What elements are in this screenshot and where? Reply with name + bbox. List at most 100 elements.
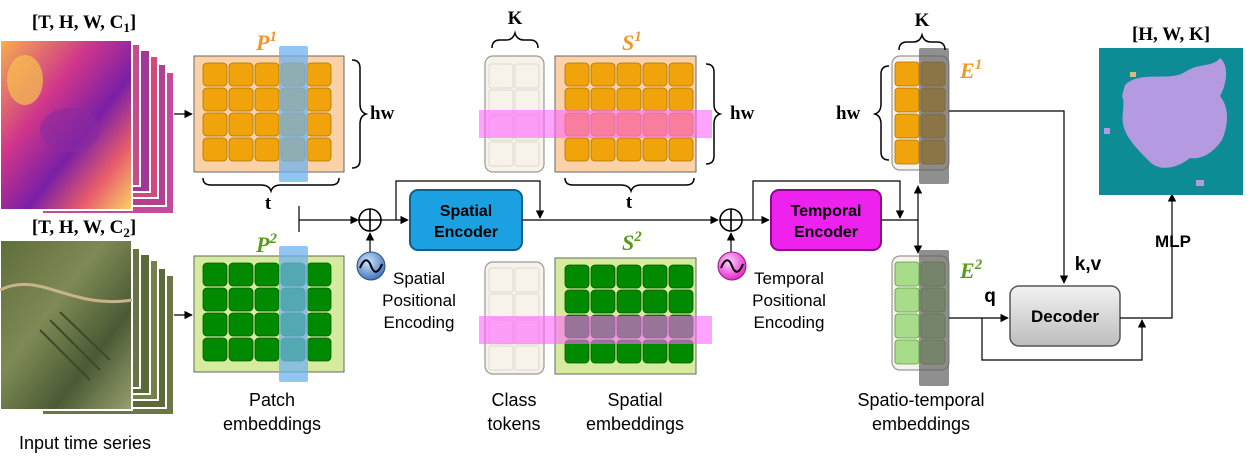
patch-cell <box>202 137 228 162</box>
patch-cell <box>254 137 280 162</box>
patch-cell <box>254 112 280 137</box>
temporal-encoder-line1: Temporal <box>791 203 862 220</box>
class-token-cell <box>514 293 540 319</box>
spatial-cell <box>616 87 642 112</box>
decoder-block: Decoder <box>1009 285 1121 347</box>
class-token-cell <box>488 267 514 293</box>
brace-st-hw <box>872 65 890 161</box>
patch-cell <box>228 62 254 87</box>
label-p1: P1 <box>255 29 277 55</box>
patch-cell <box>228 312 254 337</box>
brace-class-k <box>491 30 539 49</box>
spatial-cell <box>590 289 616 314</box>
spatial-t-label: t <box>626 192 633 213</box>
spatial-caption-2: embeddings <box>586 414 684 434</box>
spatial-cell <box>564 264 590 289</box>
patch-cell <box>306 287 332 312</box>
class-token-cell <box>514 141 540 167</box>
patch-cell <box>228 112 254 137</box>
spatial-cell <box>616 62 642 87</box>
spatial-caption-1: Spatial <box>607 390 662 410</box>
spatial-cell <box>668 87 694 112</box>
class-token-cell <box>514 63 540 89</box>
spatial-cell <box>564 289 590 314</box>
patch-cell <box>306 337 332 362</box>
input-shape-2: [T, H, W, C2] <box>32 217 136 240</box>
spatial-cell <box>564 62 590 87</box>
spatial-positional-encoding-icon <box>356 251 386 281</box>
spatial-cell <box>642 289 668 314</box>
st-cell <box>894 87 920 113</box>
patch-caption-2: embeddings <box>223 414 321 434</box>
label-e1: E1 <box>959 57 982 83</box>
label-s2: S2 <box>622 229 642 255</box>
patch-cell <box>228 262 254 287</box>
patch-cell <box>306 62 332 87</box>
output-shape: [H, W, K] <box>1132 24 1210 45</box>
input-satellite-stack <box>0 239 175 416</box>
class-token-cell <box>488 293 514 319</box>
label-e2: E2 <box>959 257 983 283</box>
patch-cell <box>254 62 280 87</box>
patch-time-band <box>279 46 308 182</box>
temporal-pe-line2: Positional <box>752 291 826 310</box>
patch-hw-label: hw <box>370 103 395 124</box>
patch-grid-p1 <box>193 55 345 173</box>
spatial-cell <box>590 62 616 87</box>
temporal-encoder-block: Temporal Encoder <box>770 189 882 251</box>
spatial-cell <box>590 87 616 112</box>
st-grey-band-bottom <box>919 250 949 386</box>
spatial-cell <box>668 289 694 314</box>
spatial-add-op <box>358 208 382 232</box>
patch-time-band-2 <box>279 246 308 382</box>
brace-st-k <box>898 32 946 51</box>
spatial-encoder-block: Spatial Encoder <box>409 189 523 251</box>
spatial-cell <box>668 62 694 87</box>
decoder-q-label: q <box>984 286 996 307</box>
spatial-hw-label: hw <box>730 103 755 124</box>
class-caption-2: tokens <box>487 414 540 434</box>
spatial-pe-line1: Spatial <box>393 269 445 288</box>
input-thermal-stack <box>0 39 175 215</box>
spatial-pink-band-bottom <box>479 316 712 344</box>
st-cell <box>894 139 920 165</box>
spatial-encoder-line1: Spatial <box>440 203 492 220</box>
st-cell <box>894 313 920 339</box>
patch-grid-p2 <box>193 255 345 373</box>
patch-caption-1: Patch <box>249 390 295 410</box>
st-cell <box>894 261 920 287</box>
patch-cell <box>306 137 332 162</box>
patch-cell <box>254 337 280 362</box>
spatial-cell <box>616 264 642 289</box>
patch-cell <box>254 312 280 337</box>
spatial-cell <box>590 264 616 289</box>
spatial-pink-band-top <box>479 110 712 138</box>
patch-cell <box>202 62 228 87</box>
temporal-positional-encoding-icon <box>717 251 747 281</box>
spatial-cell <box>668 264 694 289</box>
spatial-cell <box>642 137 668 162</box>
st-caption-2: embeddings <box>872 414 970 434</box>
patch-cell <box>306 87 332 112</box>
spatial-cell <box>616 289 642 314</box>
spatial-pe-line2: Positional <box>382 291 456 310</box>
spatial-cell <box>642 264 668 289</box>
decoder-label: Decoder <box>1031 307 1099 326</box>
class-k-label: K <box>508 8 523 29</box>
st-hw-label: hw <box>836 103 861 124</box>
output-segmentation-map <box>1099 48 1243 195</box>
patch-cell <box>306 312 332 337</box>
patch-cell <box>254 87 280 112</box>
patch-cell <box>202 87 228 112</box>
temporal-add-op <box>719 208 743 232</box>
patch-t-label: t <box>265 193 272 214</box>
spatial-cell <box>564 137 590 162</box>
st-grey-band-top <box>919 48 949 184</box>
spatial-cell <box>564 87 590 112</box>
mlp-label: MLP <box>1155 232 1191 251</box>
spatial-cell <box>668 137 694 162</box>
spatial-pe-line3: Encoding <box>384 313 455 332</box>
temporal-pe-line3: Encoding <box>754 313 825 332</box>
patch-cell <box>202 112 228 137</box>
